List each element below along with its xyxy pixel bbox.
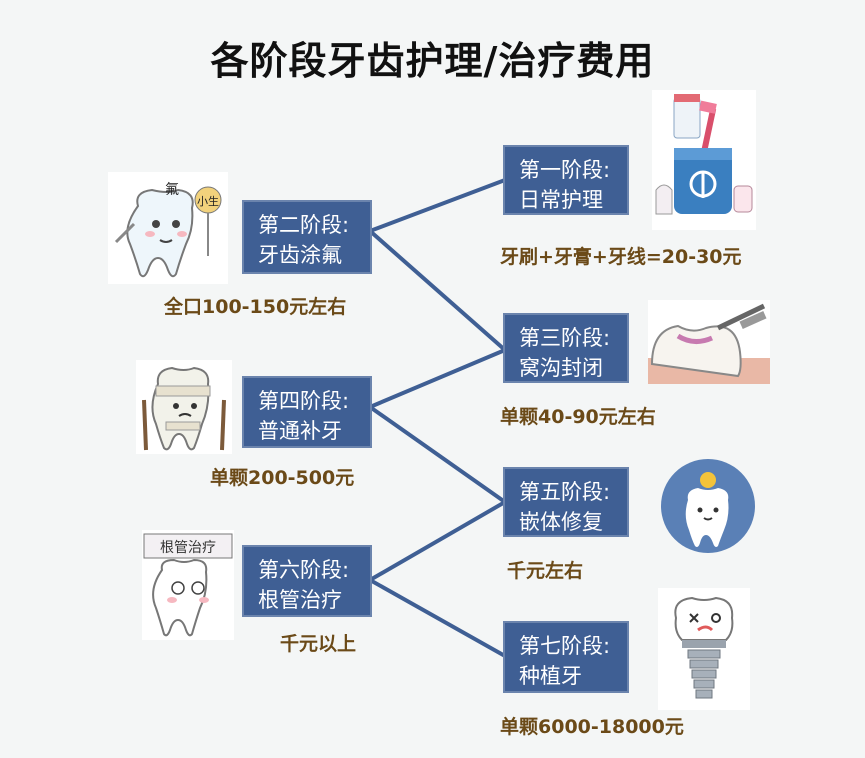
stage-5-cost: 千元左右 xyxy=(507,560,584,582)
implant-tooth-illustration xyxy=(658,588,750,710)
root-canal-tooth-icon: 根管治疗 xyxy=(143,533,233,637)
stage-box-2: 第二阶段: 牙齿涂氟 xyxy=(242,200,372,274)
stage-box-5: 第五阶段: 嵌体修复 xyxy=(503,467,629,537)
toothbrush-cup-icon xyxy=(655,94,753,215)
sealant-illustration xyxy=(648,300,770,384)
stage-4-cost: 单颗200-500元 xyxy=(210,467,355,489)
toothbrush-cup-illustration xyxy=(652,90,756,230)
stage-7-label: 第七阶段: xyxy=(519,634,611,658)
implant-tooth-icon xyxy=(674,596,734,699)
stage-box-1: 第一阶段: 日常护理 xyxy=(503,145,629,215)
connector-s4-s5 xyxy=(368,405,507,504)
stage-6-name: 根管治疗 xyxy=(258,588,342,612)
stage-3-cost: 单颗40-90元左右 xyxy=(500,406,656,428)
stage-5-name: 嵌体修复 xyxy=(519,510,603,534)
stage-1-cost: 牙刷+牙膏+牙线=20-30元 xyxy=(500,246,742,268)
connector-s2-s3 xyxy=(368,229,507,352)
connector-s6-s5 xyxy=(368,500,507,582)
stage-7-name: 种植牙 xyxy=(519,664,582,688)
sealant-tooth-icon xyxy=(648,303,770,384)
stage-7-cost: 单颗6000-18000元 xyxy=(500,716,684,738)
connector-s2-s1 xyxy=(368,178,507,233)
stage-4-label: 第四阶段: xyxy=(258,389,350,413)
fluoride-tag-right: 小生 xyxy=(197,194,219,208)
root-canal-illustration: 根管治疗 xyxy=(142,530,234,640)
stage-2-name: 牙齿涂氟 xyxy=(258,243,342,267)
stage-1-name: 日常护理 xyxy=(519,188,603,212)
fluoride-tooth-icon: 小生 氟 xyxy=(114,182,222,278)
inlay-tooth-illustration xyxy=(660,458,756,554)
page-title: 各阶段牙齿护理/治疗费用 xyxy=(210,39,655,83)
stage-6-cost: 千元以上 xyxy=(280,633,357,655)
stage-6-label: 第六阶段: xyxy=(258,558,350,582)
inlay-tooth-icon xyxy=(661,459,755,553)
stage-3-name: 窝沟封闭 xyxy=(519,356,603,380)
stage-box-7: 第七阶段: 种植牙 xyxy=(503,621,629,693)
fluoride-tag-left: 氟 xyxy=(165,182,179,198)
connector-s6-s7 xyxy=(368,578,507,658)
root-canal-sign: 根管治疗 xyxy=(160,540,216,556)
bandaged-tooth-icon xyxy=(142,366,226,451)
stage-1-label: 第一阶段: xyxy=(519,158,611,182)
fluoride-tooth-illustration: 小生 氟 xyxy=(108,172,228,284)
stage-4-name: 普通补牙 xyxy=(258,419,342,443)
connector-s4-s3 xyxy=(368,348,507,409)
stage-2-label: 第二阶段: xyxy=(258,213,350,237)
stage-box-6: 第六阶段: 根管治疗 xyxy=(242,545,372,617)
stage-box-4: 第四阶段: 普通补牙 xyxy=(242,376,372,448)
stage-5-label: 第五阶段: xyxy=(519,480,611,504)
stage-2-cost: 全口100-150元左右 xyxy=(164,296,347,318)
stage-box-3: 第三阶段: 窝沟封闭 xyxy=(503,313,629,383)
filling-tooth-illustration xyxy=(136,360,232,454)
stage-3-label: 第三阶段: xyxy=(519,326,611,350)
